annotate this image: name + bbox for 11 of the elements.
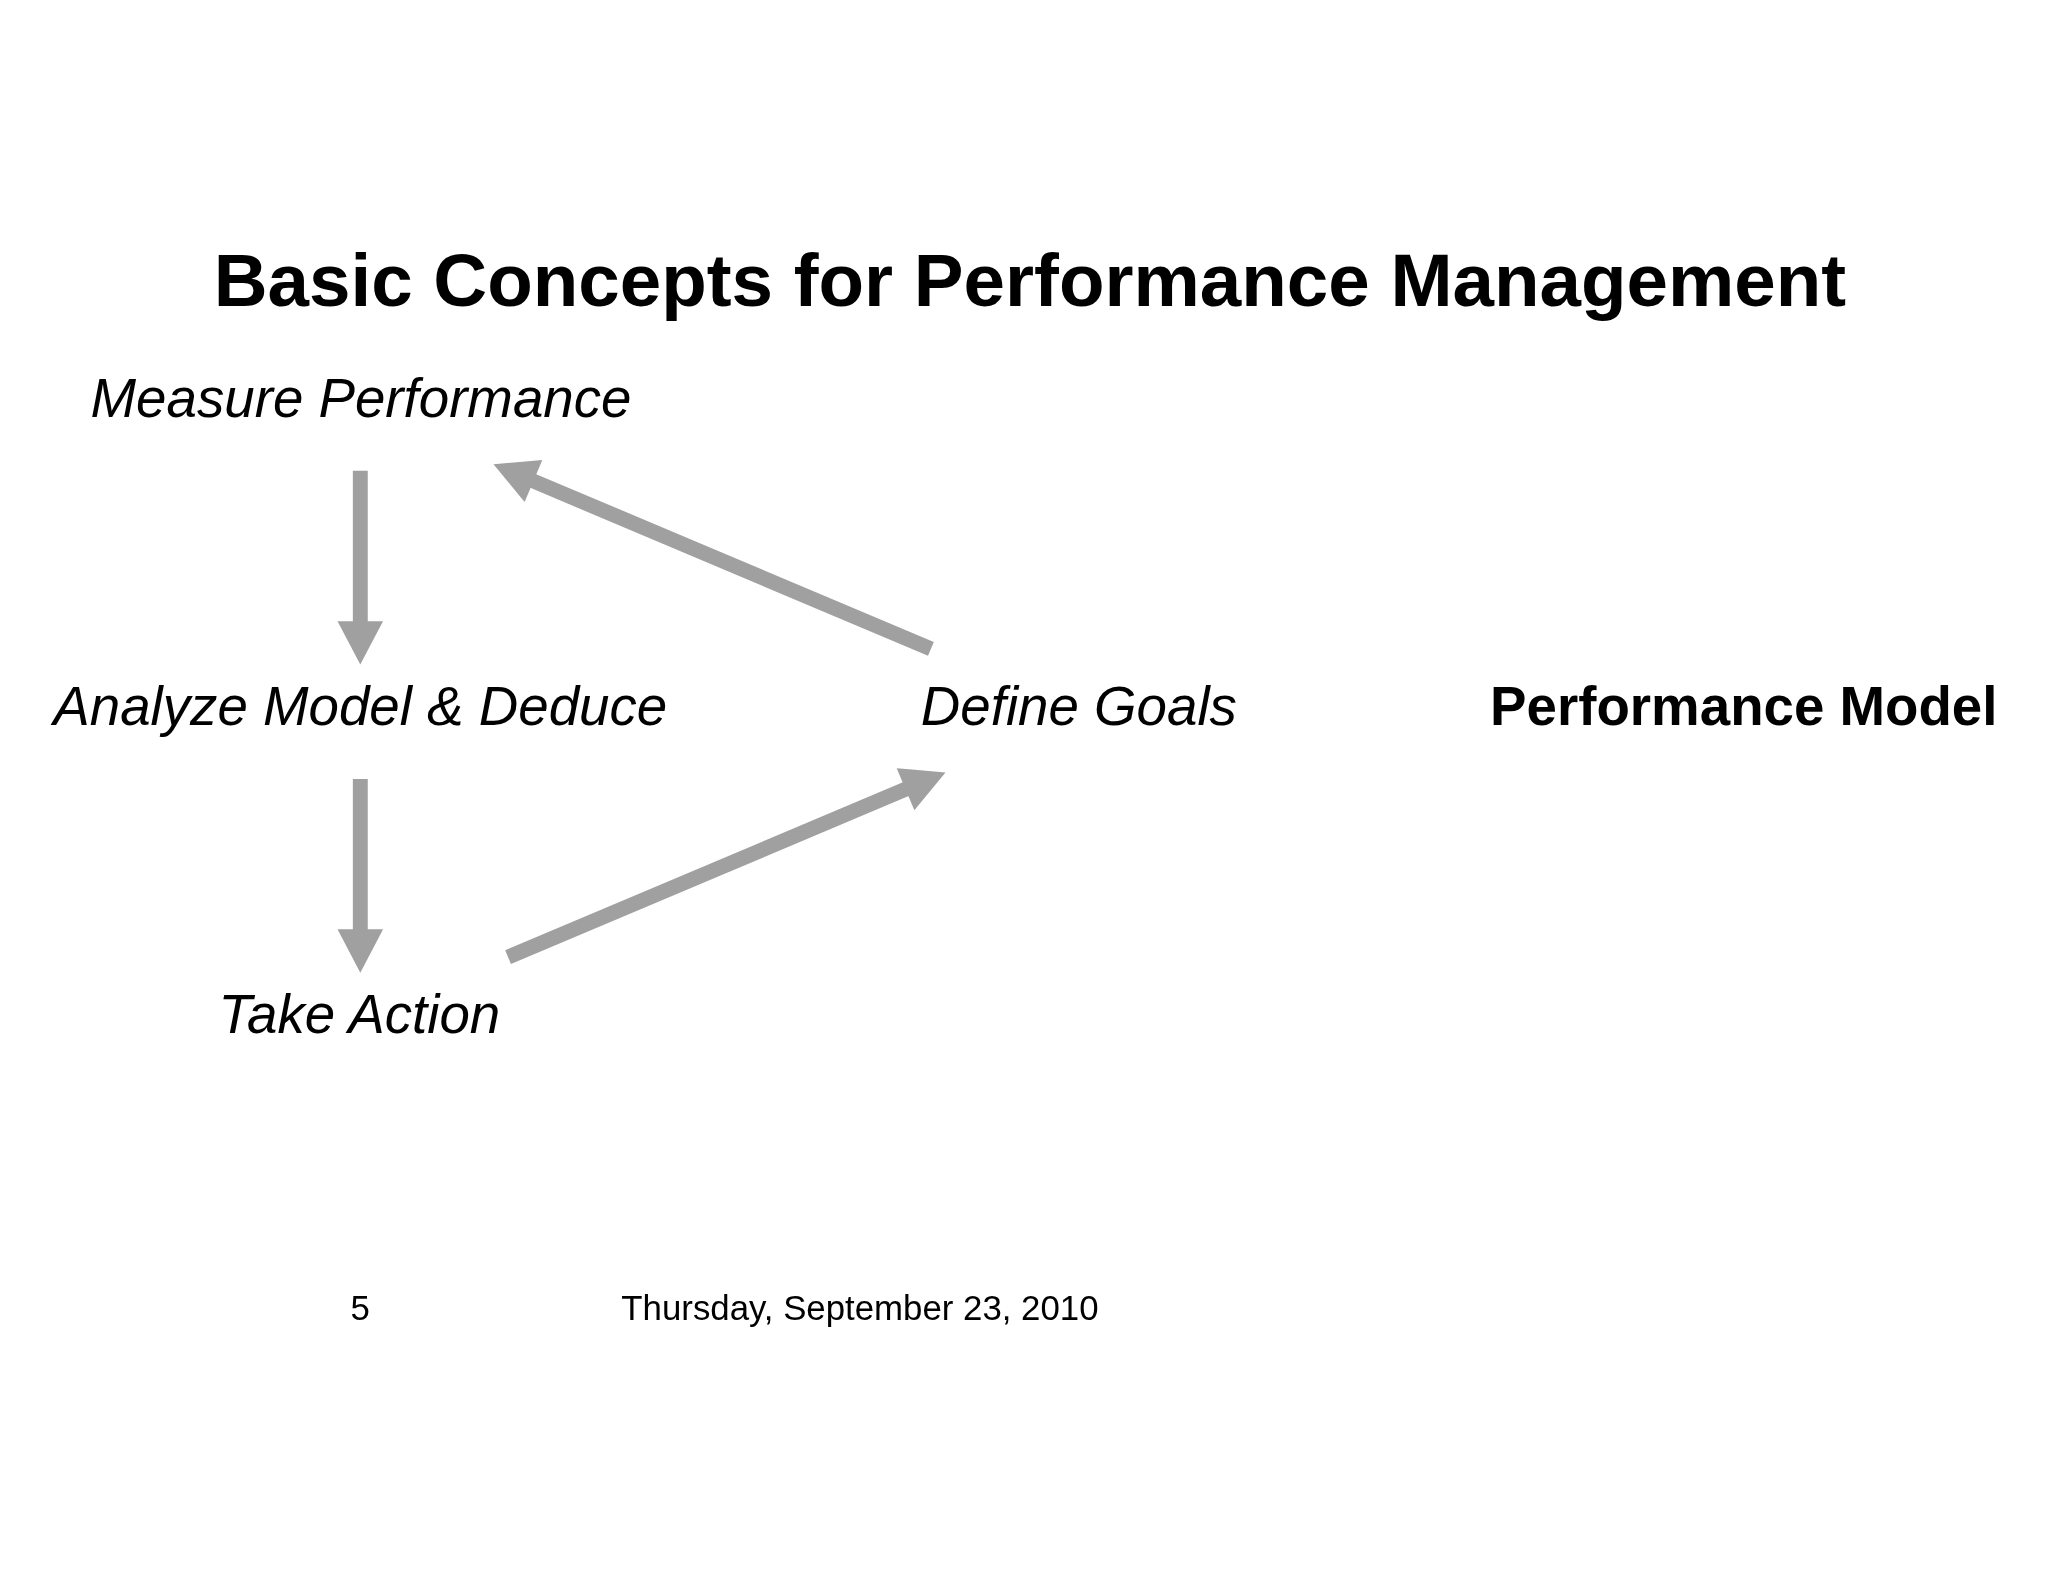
- node-text: Measure Performance: [90, 366, 632, 429]
- arrow: [337, 778, 384, 973]
- node-text: Take Action: [218, 982, 501, 1045]
- node-text: Performance Model: [1490, 674, 1998, 737]
- label: 5: [350, 1287, 370, 1327]
- label: Thursday, September 23, 2010: [621, 1287, 1099, 1327]
- node-text: Define Goals: [920, 674, 1237, 737]
- arrow: [505, 767, 946, 964]
- diagram-title: Basic Concepts for Performance Management: [213, 237, 1847, 322]
- arrow: [337, 470, 384, 664]
- arrow: [493, 459, 934, 656]
